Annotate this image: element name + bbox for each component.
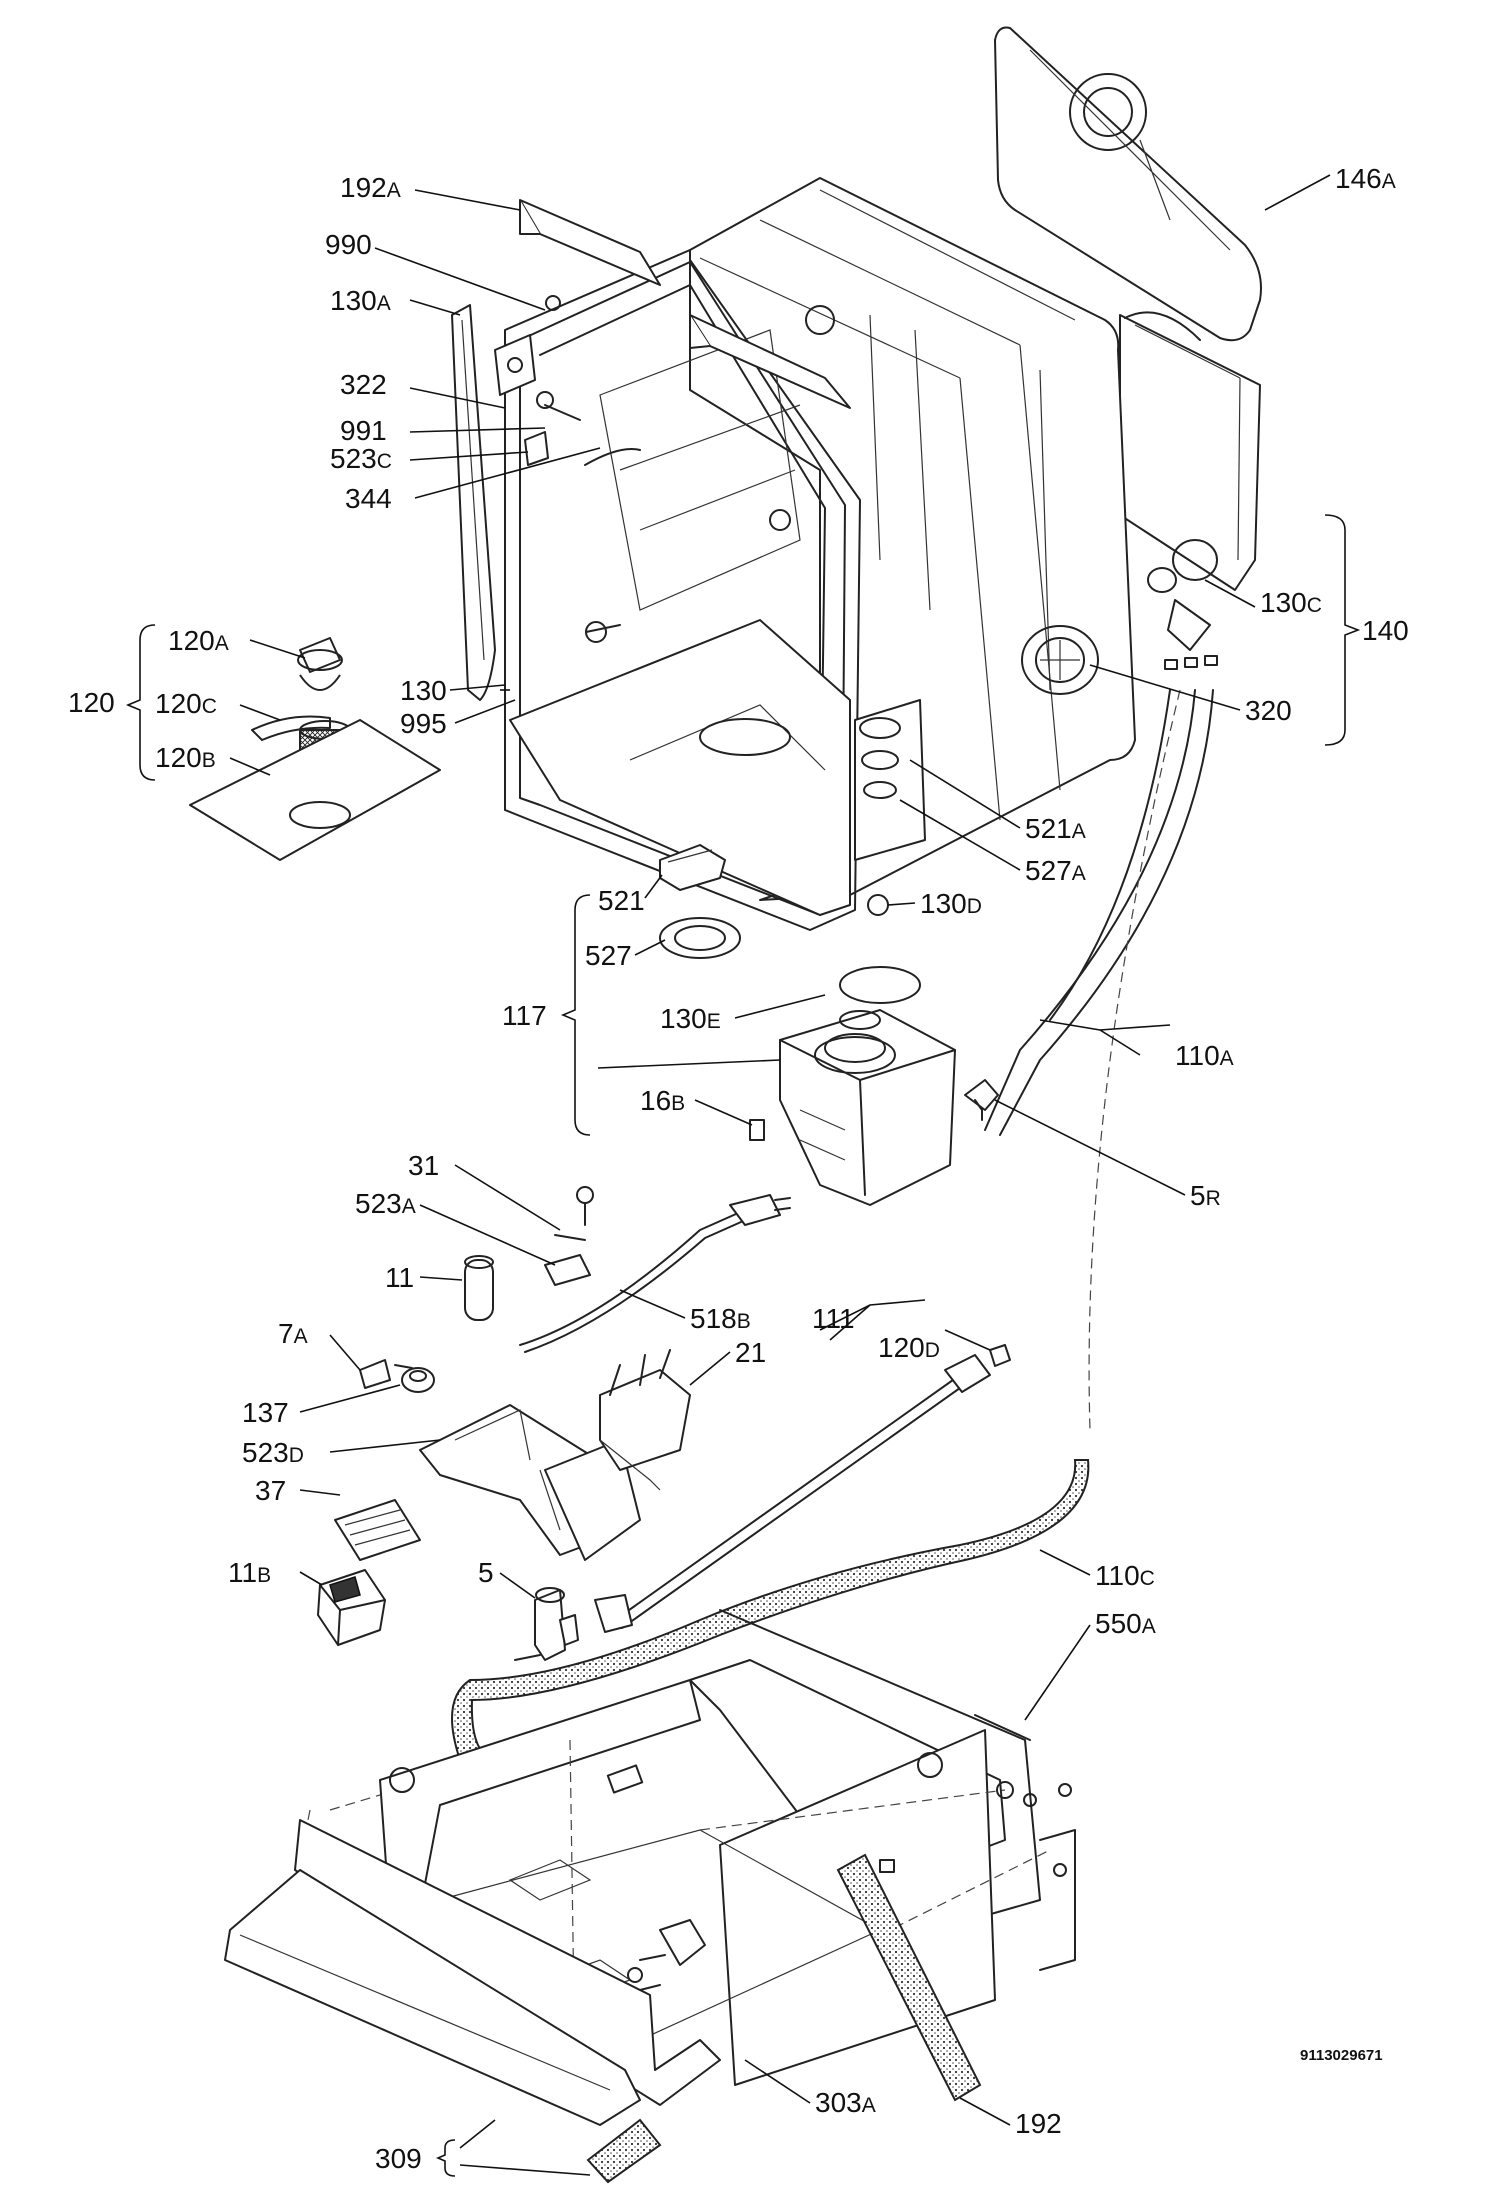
label-523d: 523D (242, 1437, 304, 1468)
label-5r: 5R (1190, 1180, 1221, 1211)
label-192: 192 (1015, 2108, 1062, 2139)
label-110c: 110C (1095, 1560, 1155, 1591)
part-309-kick-plate (224, 1869, 662, 2184)
label-137: 137 (242, 1397, 289, 1428)
label-111: 111 (812, 1303, 855, 1334)
label-995: 995 (400, 708, 447, 739)
label-130d: 130D (920, 888, 982, 919)
label-117: 117 (502, 1000, 547, 1031)
part-117-sump-assembly (659, 844, 999, 1206)
label-130: 130 (400, 675, 447, 706)
part-130c-320-seals (1147, 539, 1218, 670)
label-130c: 130C (1260, 587, 1322, 618)
label-303a: 303A (815, 2087, 876, 2118)
label-146a: 146A (1335, 163, 1396, 194)
callout-labels: 192A 990 130A 322 991 523C 344 120A 120 … (68, 163, 1409, 2174)
part-120-filter-set (189, 637, 441, 861)
label-110a: 110A (1175, 1040, 1234, 1071)
part-130a-door-gasket (451, 304, 496, 701)
label-5: 5 (478, 1557, 494, 1588)
label-527: 527 (585, 940, 632, 971)
label-31: 31 (408, 1150, 439, 1181)
label-550a: 550A (1095, 1608, 1156, 1639)
label-120c: 120C (155, 688, 217, 719)
part-146a-insulation-panel (994, 26, 1262, 342)
label-120: 120 (68, 687, 115, 718)
label-521: 521 (598, 885, 645, 916)
label-344: 344 (345, 483, 392, 514)
label-518b: 518B (690, 1303, 751, 1334)
part-140-side-panel (1119, 311, 1261, 591)
part-hinge-set (494, 295, 641, 466)
label-320: 320 (1245, 695, 1292, 726)
label-130e: 130E (660, 1003, 721, 1034)
label-120b: 120B (155, 742, 216, 773)
label-120a: 120A (168, 625, 229, 656)
part-tub (504, 177, 1136, 931)
label-521a: 521A (1025, 813, 1086, 844)
label-16b: 16B (640, 1085, 685, 1116)
label-527a: 527A (1025, 855, 1086, 886)
label-990: 990 (325, 229, 372, 260)
label-130a: 130A (330, 285, 391, 316)
label-7a: 7A (278, 1318, 308, 1349)
label-21: 21 (735, 1337, 766, 1368)
label-309: 309 (375, 2143, 422, 2174)
label-11: 11 (385, 1262, 414, 1293)
part-192a-roof-bars (519, 199, 851, 409)
leader-lines (229, 174, 1331, 2176)
part-electrical-set (317, 1186, 791, 1646)
drawing-code: 9113029671 (1300, 2047, 1383, 2064)
label-523c: 523C (330, 443, 392, 474)
label-11b: 11B (228, 1557, 271, 1588)
label-523a: 523A (355, 1188, 416, 1219)
label-192a: 192A (340, 172, 401, 203)
label-120d: 120D (878, 1332, 940, 1363)
grouping-braces (125, 514, 1361, 2177)
label-140: 140 (1362, 615, 1409, 646)
part-192-insulation-bar (836, 1853, 982, 2102)
label-322: 322 (340, 369, 387, 400)
label-991: 991 (340, 415, 387, 446)
label-37: 37 (255, 1475, 286, 1506)
part-111-spray-pipe (594, 1344, 1011, 1633)
